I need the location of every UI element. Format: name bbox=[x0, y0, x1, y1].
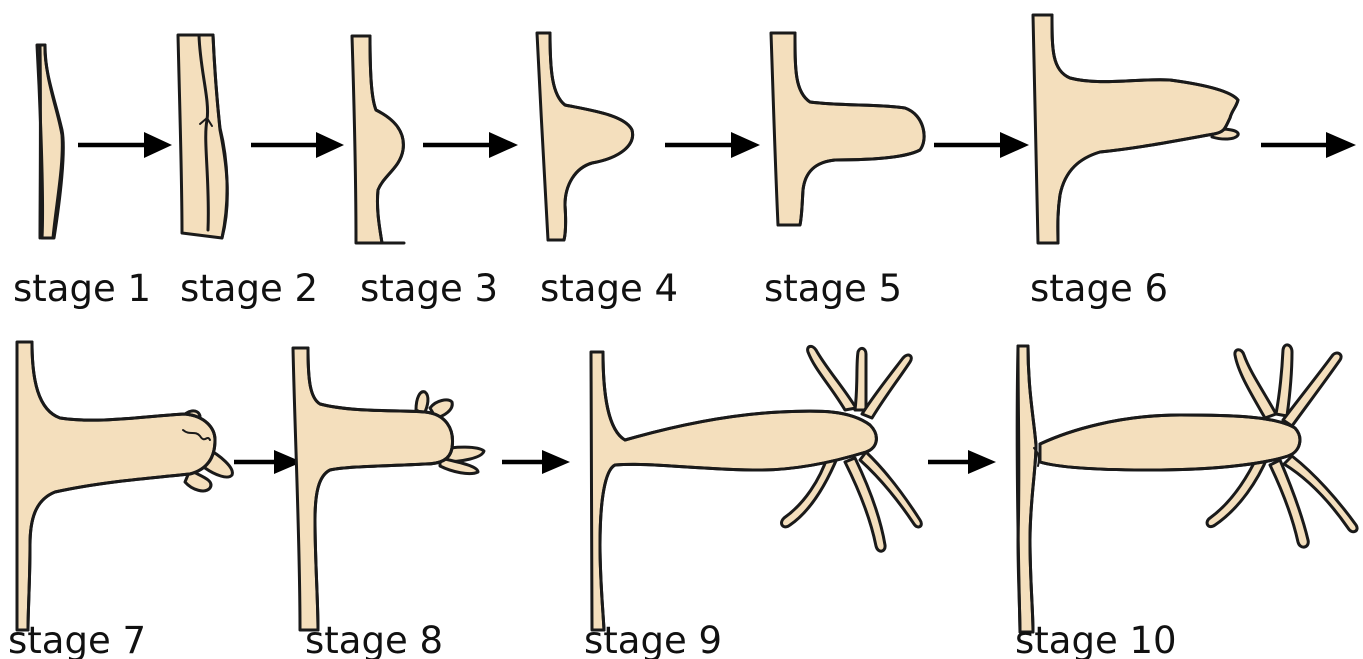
stage-4-label: stage 4 bbox=[540, 270, 678, 307]
stage-1-label: stage 1 bbox=[13, 270, 151, 307]
arrow-8 bbox=[502, 450, 570, 474]
stage-3-figure bbox=[352, 36, 404, 243]
stage-1-figure bbox=[37, 45, 63, 238]
stage-9-label: stage 9 bbox=[584, 622, 722, 659]
stage-10-figure bbox=[1017, 345, 1357, 632]
stage-10-label: stage 10 bbox=[1015, 622, 1177, 659]
stage-8-figure bbox=[293, 348, 484, 630]
stage-8-label: stage 8 bbox=[305, 622, 443, 659]
stage-9-figure bbox=[591, 346, 921, 630]
stage-4-figure bbox=[537, 33, 633, 240]
arrow-5 bbox=[934, 132, 1029, 158]
arrow-9 bbox=[928, 450, 996, 474]
stage-7-label: stage 7 bbox=[8, 622, 146, 659]
stage-2-figure bbox=[178, 35, 227, 238]
stage-5-figure bbox=[771, 33, 924, 225]
stage-7-figure bbox=[17, 342, 232, 630]
stage-6-label: stage 6 bbox=[1030, 270, 1168, 307]
stage-6-figure bbox=[1033, 15, 1238, 243]
arrow-4 bbox=[665, 132, 760, 158]
arrow-2 bbox=[251, 132, 344, 158]
stage-2-label: stage 2 bbox=[180, 270, 318, 307]
arrow-3 bbox=[423, 132, 518, 158]
arrow-6 bbox=[1261, 132, 1356, 158]
arrow-7 bbox=[234, 450, 302, 474]
arrow-1 bbox=[78, 132, 172, 158]
stage-3-label: stage 3 bbox=[360, 270, 498, 307]
stage-5-label: stage 5 bbox=[764, 270, 902, 307]
